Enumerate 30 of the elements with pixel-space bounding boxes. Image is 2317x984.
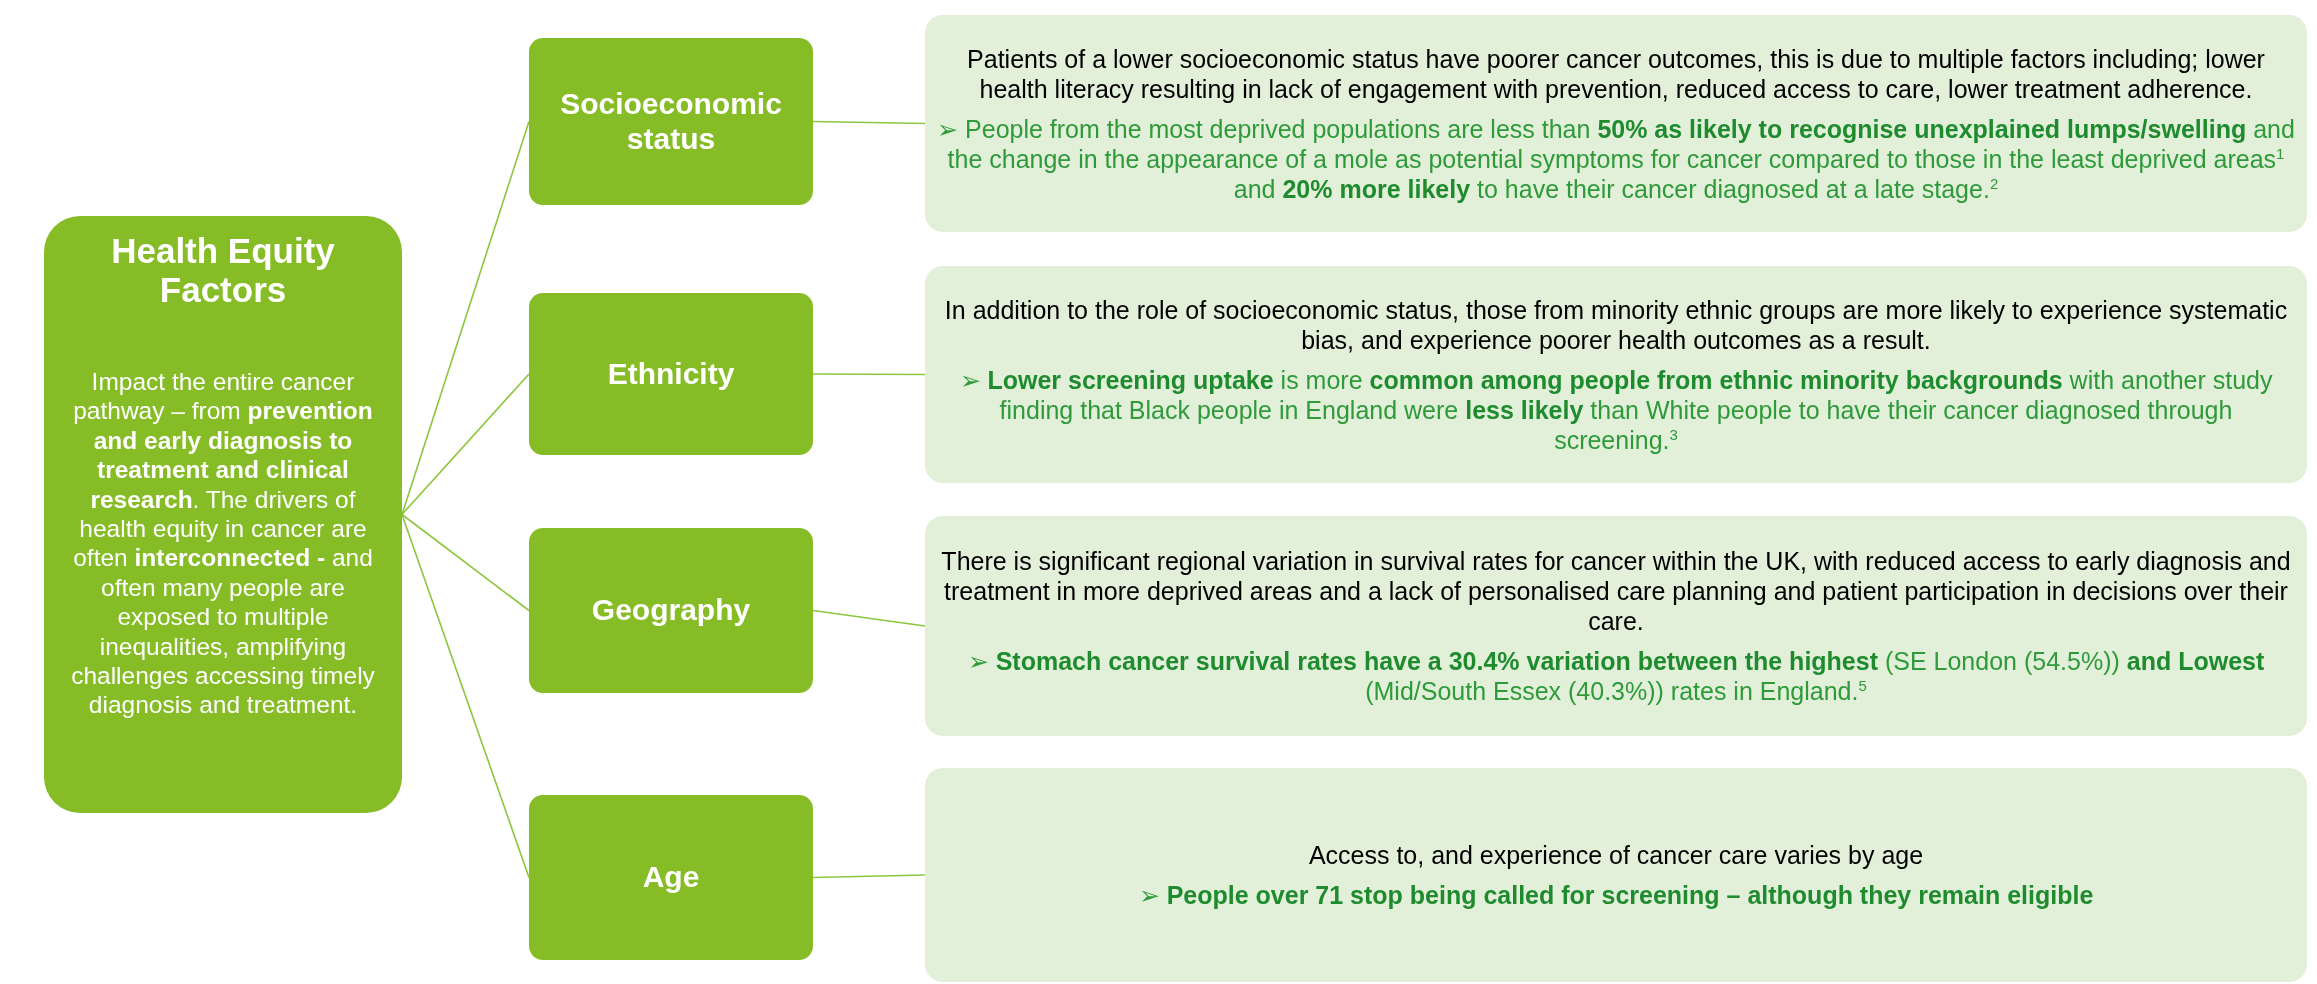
connector-line [401,513,530,612]
detail-panel [925,266,2307,483]
category-box [529,38,813,205]
category-label: Geography [591,593,751,628]
bullet-point: ➢ Stomach cancer survival rates have a 30.4% variation between the highest (SE London (54.5%)) and Lowest (Mid/South Essex (40.3%)) rates in England.$^{5}$ [966,646,2266,706]
connector-line [812,874,926,879]
category-label: Socioeconomic status [559,87,783,156]
category-label: Age [642,860,700,895]
connector-line [812,609,926,627]
category-box [529,528,813,693]
factor-summary-box [44,216,402,813]
connector-line [812,373,926,376]
connector-line [401,373,530,516]
detail-panel [925,15,2307,232]
panel-paragraph: In addition to the role of socioeconomic status, those from minority ethnic groups are more likely to experience systematic bias, and experience poorer health outcomes as a result. [943,294,2289,355]
panel-paragraph: Patients of a lower socioeconomic status have poorer cancer outcomes, this is due to multiple factors including; lower health literacy resulting in lack of engagement with prevention, reduced access to care, lower treatment adherence. [966,43,2266,104]
detail-panel [925,516,2307,736]
category-label: Ethnicity [607,356,735,392]
detail-panel [925,768,2307,982]
bullet-point: ➢ Lower screening uptake is more common among people from ethnic minority backgrounds with another study finding that Black people in England were less likely than White people to have their cancer diagnosed through screening.$^{3}$ [958,364,2274,455]
bullet-point: ➢ People over 71 stop being called for screening – although they remain eligible [1138,880,2094,910]
connector-line [401,513,530,879]
panel-paragraph: Access to, and experience of cancer care varies by age [1308,840,1924,870]
category-box [529,795,813,960]
panel-paragraph: There is significant regional variation in survival rates for cancer within the UK, with reduced access to early diagnosis and treatment in more deprived areas and a lack of personalised care planning and patient participation in decisions over their care. [940,546,2292,636]
box-title: Health Equity Factors [110,232,336,309]
category-box [529,293,813,455]
connector-line [812,120,926,125]
box-description: Impact the entire cancer pathway – from prevention and early diagnosis to treatment and clinical research. The drivers of health equity in cancer are often interconnected - and often many people are exposed to multiple inequalities, amplifying challenges accessing timely diagnosis and treatment. [70,367,376,720]
bullet-point: ➢ People from the most deprived populations are less than 50% as likely to recognise unexplained lumps/swelling and the change in the appearance of a mole as potential symptoms for cancer compared to those in the least deprived areas$^{1}$ and 20% more likely to have their cancer diagnosed at a late stage.$^{2}$ [937,113,2295,204]
